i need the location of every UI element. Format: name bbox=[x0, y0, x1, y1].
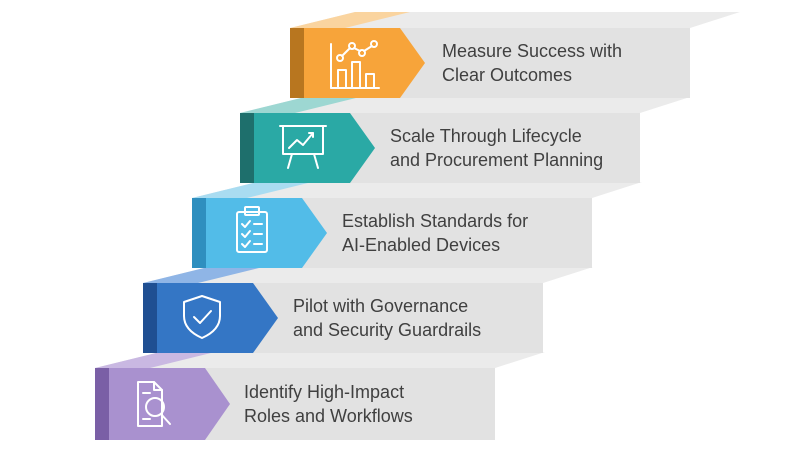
analytics-chart-icon bbox=[330, 40, 380, 89]
step-5-label: Measure Success with Clear Outcomes bbox=[442, 39, 712, 87]
step-3-top-face bbox=[192, 182, 642, 198]
document-search-icon bbox=[137, 381, 171, 427]
step-4-label: Scale Through Lifecycle and Procurement … bbox=[390, 124, 660, 172]
presentation-chart-icon bbox=[279, 125, 327, 169]
step-1 bbox=[95, 352, 545, 440]
step-5-top-face bbox=[290, 12, 740, 28]
step-4-side bbox=[240, 113, 254, 183]
step-5-top-accent bbox=[290, 12, 410, 28]
step-3-top-accent bbox=[192, 182, 312, 198]
step-1-side bbox=[95, 368, 109, 440]
step-4-top-face bbox=[240, 97, 690, 113]
step-2-label-line2: and Security Guardrails bbox=[293, 320, 482, 340]
step-3 bbox=[192, 182, 642, 268]
step-2-top-face bbox=[143, 267, 593, 283]
step-2 bbox=[143, 267, 593, 353]
step-3-label-line1: Establish Standards for bbox=[342, 211, 529, 231]
step-2-label: Pilot with Governance and Security Guard… bbox=[293, 294, 563, 342]
step-5-side bbox=[290, 28, 304, 98]
step-2-top-accent bbox=[143, 267, 263, 283]
step-5 bbox=[290, 12, 740, 98]
step-2-arrow bbox=[143, 283, 278, 353]
step-3-label: Establish Standards for AI-Enabled Devic… bbox=[342, 209, 612, 257]
step-3-label-line2: AI-Enabled Devices bbox=[342, 235, 501, 255]
clipboard-checklist-icon bbox=[236, 206, 268, 253]
step-4-top-accent bbox=[240, 97, 360, 113]
step-2-label-line1: Pilot with Governance bbox=[293, 296, 469, 316]
step-1-top-face bbox=[95, 352, 545, 368]
step-4-label-line1: Scale Through Lifecycle bbox=[390, 126, 582, 146]
step-4 bbox=[240, 97, 690, 183]
step-1-top-accent bbox=[95, 352, 215, 368]
step-1-label: Identify High-Impact Roles and Workflows bbox=[244, 380, 514, 428]
step-2-side bbox=[143, 283, 157, 353]
step-5-label-line1: Measure Success with bbox=[442, 41, 623, 61]
step-5-label-line2: Clear Outcomes bbox=[442, 65, 573, 85]
step-4-arrow bbox=[240, 113, 375, 183]
shield-check-icon bbox=[183, 295, 221, 339]
step-1-label-line2: Roles and Workflows bbox=[244, 406, 413, 426]
step-4-label-line2: and Procurement Planning bbox=[390, 150, 604, 170]
step-1-label-line1: Identify High-Impact bbox=[244, 382, 405, 402]
step-3-side bbox=[192, 198, 206, 268]
